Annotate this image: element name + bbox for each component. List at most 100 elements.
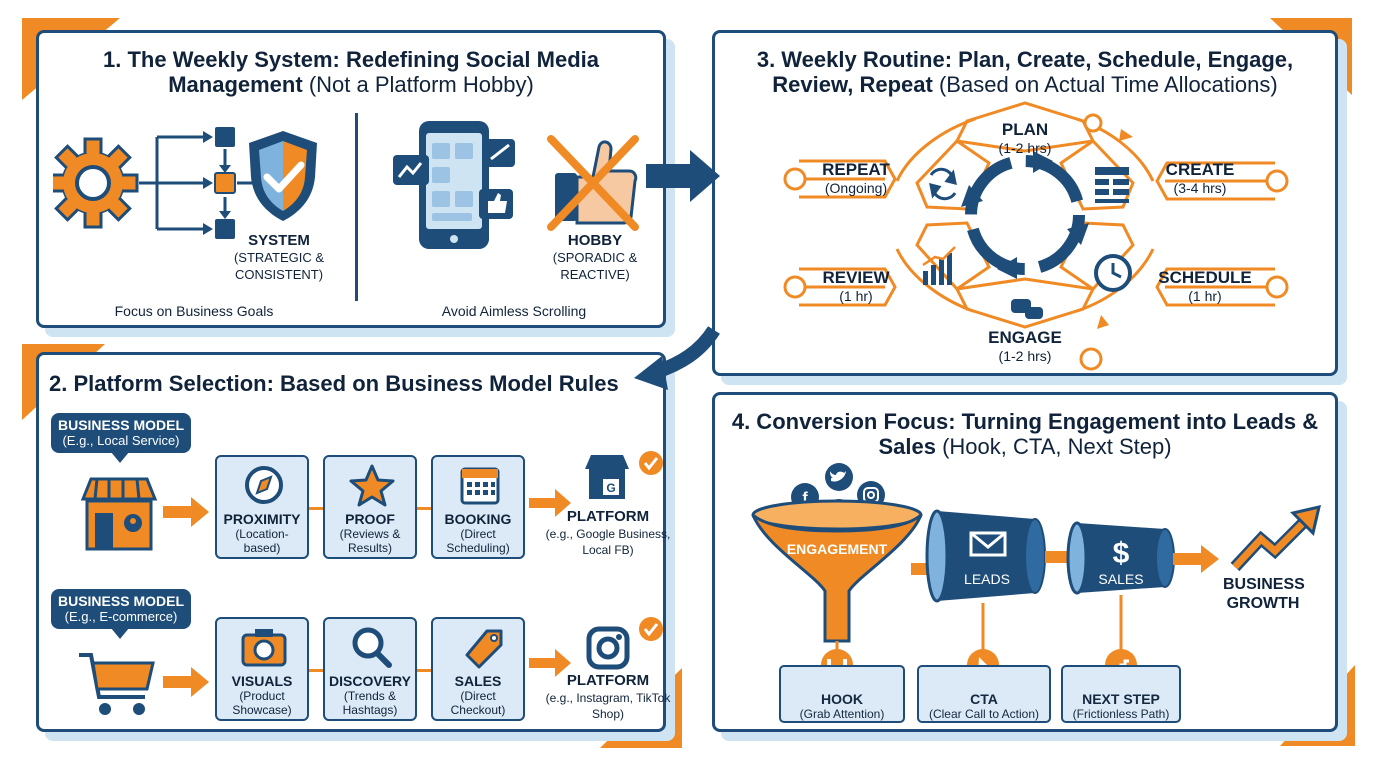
card-sales: SALES (Direct Checkout) xyxy=(431,617,525,721)
funnel-label: ENGAGEMENT xyxy=(786,541,888,557)
cycle-arrows-icon xyxy=(961,151,1089,279)
magnifier-icon xyxy=(352,627,392,668)
row-2-platform-sub: (e.g., Instagram, TikTok Shop) xyxy=(545,691,671,721)
card-proximity: PROXIMITY (Location-based) xyxy=(215,455,309,559)
connector-line xyxy=(309,669,323,672)
step-repeat-time: (Ongoing) xyxy=(824,180,888,196)
card-booking-title: BOOKING xyxy=(444,511,512,527)
growth-trend-arrow-icon xyxy=(1230,504,1322,572)
panel-3-title-light: (Based on Actual Time Allocations) xyxy=(938,72,1278,97)
card-visuals-title: VISUALS xyxy=(231,673,293,689)
instagram-icon xyxy=(586,617,663,670)
arrow-right-icon xyxy=(529,649,571,677)
step-engage-time: (1-2 hrs) xyxy=(998,348,1052,364)
arrow-right-icon xyxy=(163,497,209,527)
panel-weekly-system: 1. The Weekly System: Redefining Social … xyxy=(36,30,666,328)
step-engage: ENGAGE (1-2 hrs) xyxy=(965,329,1085,365)
system-flow-graphic xyxy=(53,127,275,239)
panel-1-title: 1. The Weekly System: Redefining Social … xyxy=(39,47,663,97)
panel-weekly-routine: 3. Weekly Routine: Plan, Create, Schedul… xyxy=(712,30,1338,376)
arrow-right-icon xyxy=(163,667,209,697)
system-label-group: SYSTEM (STRATEGIC & CONSISTENT) xyxy=(219,233,339,283)
twitter-icon xyxy=(825,463,853,491)
routine-cycle-diagram xyxy=(783,101,1289,371)
step-create-label: CREATE xyxy=(1165,160,1235,179)
clock-icon xyxy=(1094,254,1132,292)
leads-label: LEADS xyxy=(964,571,1010,587)
card-visuals-sub: (Product Showcase) xyxy=(232,689,292,717)
box-next-step: NEXT STEP (Frictionless Path) xyxy=(1061,665,1181,723)
layout-grid-icon xyxy=(1095,167,1129,203)
box-hook-title: HOOK xyxy=(821,691,863,707)
panel-4-title-bold: 4. Conversion Focus: Turning Engagement … xyxy=(731,409,1319,459)
conversion-funnel-diagram: f $ xyxy=(751,463,1322,681)
envelope-icon xyxy=(969,531,1007,557)
flow-arrows-icon xyxy=(139,135,265,231)
dollar-icon: $ xyxy=(1113,537,1130,570)
shield-check-icon xyxy=(249,131,317,221)
panel-2-title: 2. Platform Selection: Based on Business… xyxy=(49,371,619,396)
system-sub: (STRATEGIC & CONSISTENT) xyxy=(233,250,325,282)
shopping-cart-icon xyxy=(79,653,155,715)
step-plan: PLAN (1-2 hrs) xyxy=(965,121,1085,157)
arrow-right-icon xyxy=(529,489,571,517)
hobby-sub: (SPORADIC & REACTIVE) xyxy=(552,250,638,282)
card-booking-sub: (Direct Scheduling) xyxy=(446,527,510,555)
step-engage-label: ENGAGE xyxy=(988,328,1062,347)
calendar-icon xyxy=(460,467,500,505)
step-plan-label: PLAN xyxy=(1001,120,1049,139)
step-create: CREATE (3-4 hrs) xyxy=(1145,161,1255,197)
smartphone-social-icon xyxy=(393,121,515,249)
storefront-icon xyxy=(80,477,158,551)
card-proof-sub: (Reviews & Results) xyxy=(339,527,401,555)
hobby-label-group: HOBBY (SPORADIC & REACTIVE) xyxy=(535,233,655,283)
panel-1-title-light: (Not a Platform Hobby) xyxy=(308,72,534,97)
box-cta-sub: (Clear Call to Action) xyxy=(928,707,1040,721)
hobby-label: HOBBY xyxy=(567,232,623,249)
refresh-icon xyxy=(929,167,957,201)
row-1-model-example: (E.g., Local Service) xyxy=(62,433,180,448)
row-2-model-example: (E.g., E-commerce) xyxy=(64,609,178,624)
card-proximity-title: PROXIMITY xyxy=(223,511,301,527)
svg-text:G: G xyxy=(606,481,615,495)
compass-icon xyxy=(245,466,283,504)
growth-label: BUSINESS GROWTH xyxy=(1223,576,1305,612)
svg-text:f: f xyxy=(802,490,808,507)
star-icon xyxy=(349,464,395,507)
step-schedule-label: SCHEDULE xyxy=(1158,268,1252,287)
crossed-thumbs-up-icon xyxy=(547,135,639,231)
tag-icon xyxy=(465,629,503,669)
business-model-bubble-ecommerce: BUSINESS MODEL (E.g., E-commerce) xyxy=(51,589,191,639)
step-plan-time: (1-2 hrs) xyxy=(998,140,1052,156)
card-proof: PROOF (Reviews & Results) xyxy=(323,455,417,559)
row-1-platform-sub: (e.g., Google Business, Local FB) xyxy=(545,527,671,557)
panel-1-title-bold: 1. The Weekly System: Redefining Social … xyxy=(103,47,599,97)
card-discovery-sub: (Trends & Hashtags) xyxy=(342,689,398,717)
box-cta-title: CTA xyxy=(970,691,998,707)
business-model-bubble-local: BUSINESS MODEL (E.g., Local Service) xyxy=(51,413,191,463)
row-2-platform: PLATFORM (e.g., Instagram, TikTok Shop) xyxy=(543,673,673,722)
connector-line xyxy=(417,507,431,510)
panel-1-divider xyxy=(355,113,358,301)
step-repeat: REPEAT (Ongoing) xyxy=(801,161,911,197)
card-discovery: DISCOVERY (Trends & Hashtags) xyxy=(323,617,417,721)
step-review: REVIEW (1 hr) xyxy=(801,269,911,305)
step-review-time: (1 hr) xyxy=(839,288,873,304)
card-proof-title: PROOF xyxy=(345,511,395,527)
box-hook-sub: (Grab Attention) xyxy=(799,707,885,721)
panel-3-title-bold: 3. Weekly Routine: Plan, Create, Schedul… xyxy=(756,47,1294,97)
system-label: SYSTEM xyxy=(248,232,310,249)
step-schedule-time: (1 hr) xyxy=(1188,288,1222,304)
box-next-step-sub: (Frictionless Path) xyxy=(1072,707,1170,721)
card-booking: BOOKING (Direct Scheduling) xyxy=(431,455,525,559)
panel-3-title: 3. Weekly Routine: Plan, Create, Schedul… xyxy=(715,47,1335,97)
card-proximity-sub: (Location-based) xyxy=(235,527,289,555)
camera-icon xyxy=(241,629,287,667)
step-create-time: (3-4 hrs) xyxy=(1173,180,1227,196)
connector-line xyxy=(417,669,431,672)
card-visuals: VISUALS (Product Showcase) xyxy=(215,617,309,721)
step-review-label: REVIEW xyxy=(822,268,890,287)
box-next-step-title: NEXT STEP xyxy=(1082,691,1160,707)
card-sales-sub: (Direct Checkout) xyxy=(450,689,506,717)
row-1-platform-label: PLATFORM xyxy=(566,508,650,525)
